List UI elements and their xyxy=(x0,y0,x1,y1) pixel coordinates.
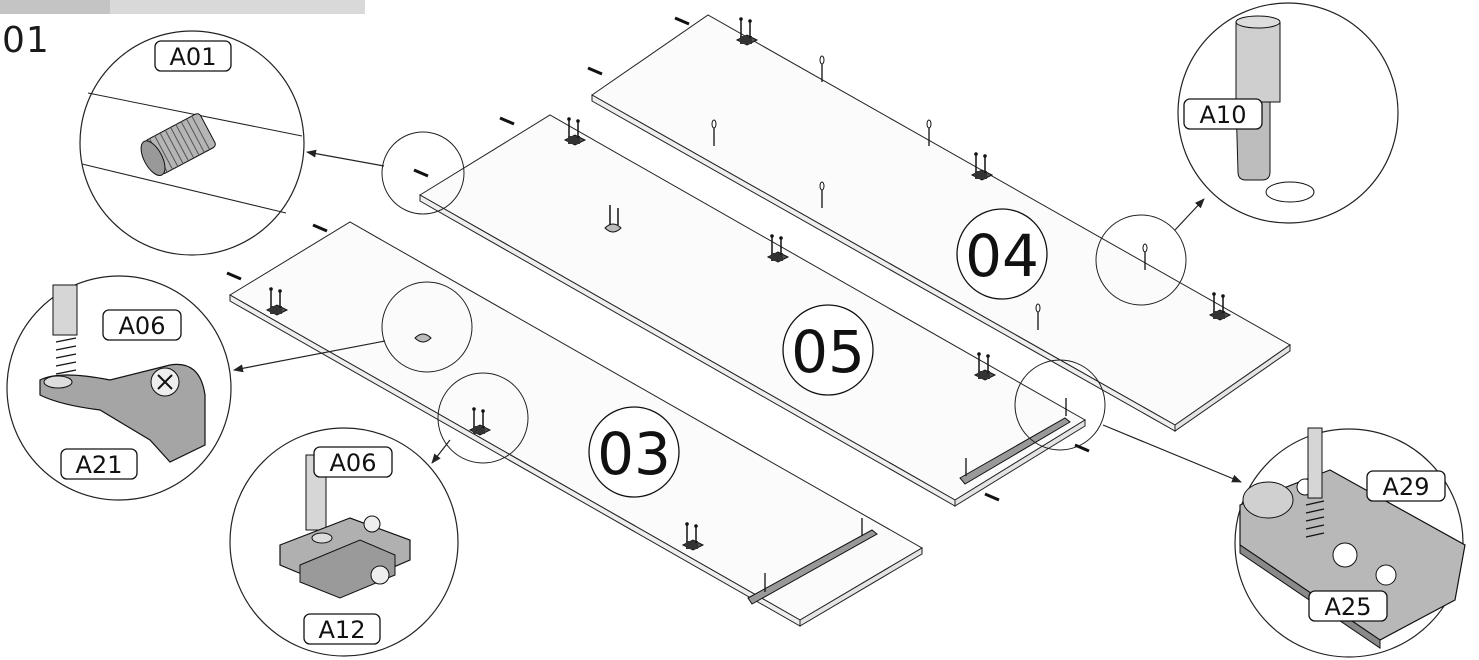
callout-source-a10 xyxy=(1095,214,1187,306)
callout-source-a12 xyxy=(437,372,529,464)
panel-label-03: 03 xyxy=(588,406,680,498)
label-a10: A10 xyxy=(1183,98,1263,130)
detail-a10 xyxy=(1177,2,1399,224)
svg-text:A25: A25 xyxy=(1325,593,1372,621)
panel-04-board xyxy=(586,14,1291,432)
callout-source-a29 xyxy=(1014,359,1106,451)
detail-a01 xyxy=(79,30,305,256)
label-a01: A01 xyxy=(154,40,232,72)
svg-text:A12: A12 xyxy=(319,616,366,644)
svg-text:A06: A06 xyxy=(119,312,166,340)
svg-text:A01: A01 xyxy=(170,43,217,71)
step-number: 01 xyxy=(2,20,50,61)
label-a12: A12 xyxy=(303,613,381,645)
detail-a29-a25 xyxy=(1234,427,1466,658)
detail-a06-a12 xyxy=(229,427,459,657)
callout-source-a01 xyxy=(381,131,465,215)
svg-text:A10: A10 xyxy=(1200,101,1247,129)
label-a25: A25 xyxy=(1308,590,1388,622)
panel-05-board xyxy=(412,114,1091,507)
svg-text:04: 04 xyxy=(965,222,1039,290)
label-a21: A21 xyxy=(60,448,138,480)
panel-03-board xyxy=(225,221,923,627)
svg-text:A21: A21 xyxy=(76,451,123,479)
panel-label-04: 04 xyxy=(956,208,1048,300)
svg-text:A06: A06 xyxy=(330,449,377,477)
svg-text:A29: A29 xyxy=(1383,473,1430,501)
step-header-bar-accent xyxy=(0,0,110,14)
panel-label-05: 05 xyxy=(782,304,874,396)
svg-text:05: 05 xyxy=(791,318,865,386)
svg-text:03: 03 xyxy=(597,420,671,488)
callout-source-a21 xyxy=(381,281,473,373)
label-a29: A29 xyxy=(1366,470,1446,502)
label-a06-second: A06 xyxy=(313,446,393,478)
label-a06-first: A06 xyxy=(102,309,182,341)
